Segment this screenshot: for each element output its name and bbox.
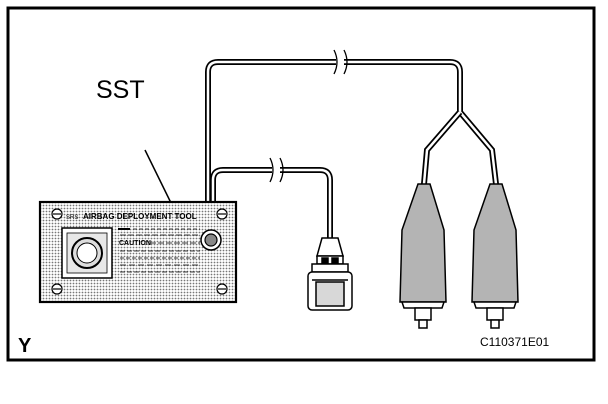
cable-grommet-icon — [200, 229, 222, 251]
figure-frame — [6, 6, 596, 362]
corner-letter: Y — [18, 335, 32, 357]
connector-cable — [210, 167, 333, 240]
clip-left-icon — [399, 183, 447, 329]
figure-code: C110371E01 — [480, 335, 549, 349]
clip-right-icon — [471, 183, 519, 329]
sst-label: SST — [96, 76, 145, 104]
tool-prefix-label: SRS — [66, 215, 78, 221]
switch-button-icon — [61, 227, 113, 279]
caution-panel: CAUTION — [118, 228, 200, 273]
caution-label: CAUTION — [119, 240, 151, 247]
main-cable — [205, 59, 499, 232]
sst-leader-line — [144, 149, 173, 206]
screw-icon — [51, 208, 228, 295]
airbag-deployment-tool: SRS AIRBAG DEPLOYMENT TOOL CAUTION — [38, 200, 238, 304]
connector-plug-icon — [307, 237, 353, 311]
tool-name-label: AIRBAG DEPLOYMENT TOOL — [83, 212, 197, 221]
connector-cable-break — [269, 157, 284, 183]
main-cable-break — [333, 49, 348, 75]
